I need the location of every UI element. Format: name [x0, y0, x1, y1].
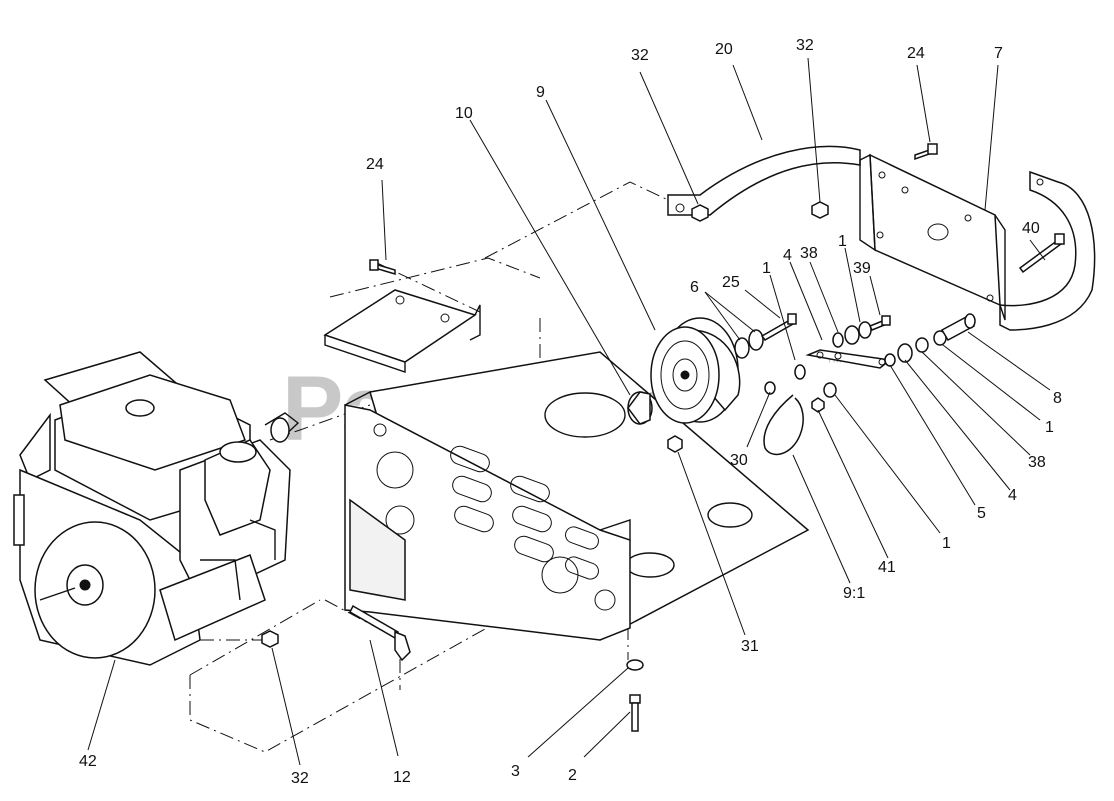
- callout-1-b: 1: [838, 233, 847, 250]
- idler-arm-5: [805, 349, 892, 369]
- callout-32-top-left: 32: [631, 47, 649, 64]
- callout-24-top: 24: [907, 45, 925, 62]
- tube-12: [349, 604, 411, 662]
- nut-32-top-left: [691, 204, 709, 222]
- callout-40: 40: [1022, 220, 1040, 237]
- callout-30: 30: [730, 452, 748, 469]
- nut-32-bottom: [261, 630, 279, 648]
- callout-9: 9: [536, 84, 545, 101]
- callout-6: 6: [690, 279, 699, 296]
- callout-12: 12: [393, 769, 411, 786]
- callout-32-bottom: 32: [291, 770, 309, 787]
- callout-3: 3: [511, 763, 520, 780]
- spacer-10: [627, 391, 653, 425]
- frame-side-rail: [344, 391, 631, 641]
- electric-clutch: [650, 317, 741, 424]
- callout-1-a: 1: [762, 260, 771, 277]
- bolt-39: [868, 315, 891, 331]
- bearings-6: [734, 329, 764, 359]
- callout-31: 31: [741, 638, 759, 655]
- nut-41: [811, 397, 825, 413]
- leader-lines: [87, 57, 1051, 766]
- callout-38-top: 38: [800, 245, 818, 262]
- callout-1-bottom: 1: [942, 535, 951, 552]
- bolt-24-top: [914, 143, 938, 161]
- spacer-8: [940, 313, 976, 341]
- callout-7: 7: [994, 45, 1003, 62]
- callout-20: 20: [715, 41, 733, 58]
- callout-4-top: 4: [783, 247, 792, 264]
- callout-2: 2: [568, 767, 577, 784]
- callout-labels: 32 20 32 24 7 10 9 24 40 1 38 1 4 39 25 …: [79, 37, 1062, 787]
- engine-mount-bracket: [323, 289, 481, 373]
- bolt-40: [1018, 233, 1065, 274]
- callout-41: 41: [878, 559, 896, 576]
- callout-5: 5: [977, 505, 986, 522]
- nut-31: [667, 435, 683, 453]
- washers: [764, 321, 947, 398]
- callout-1-right: 1: [1045, 419, 1054, 436]
- callout-39: 39: [853, 260, 871, 277]
- callout-24-left: 24: [366, 156, 384, 173]
- nut-32-top-mid: [811, 201, 829, 219]
- callout-38-right: 38: [1028, 454, 1046, 471]
- callout-32-top-mid: 32: [796, 37, 814, 54]
- callout-10: 10: [455, 105, 473, 122]
- bolt-2: [629, 694, 641, 732]
- anti-rotation-strap-9-1: [763, 394, 804, 456]
- washer-3: [626, 659, 644, 671]
- bolt-25: [760, 313, 797, 341]
- bolt-24-left: [369, 259, 396, 276]
- callout-25: 25: [722, 274, 740, 291]
- engine: [13, 351, 300, 666]
- callout-9-1: 9:1: [843, 585, 865, 602]
- guard-bracket: [859, 153, 1006, 321]
- callout-4-right: 4: [1008, 487, 1017, 504]
- callout-8: 8: [1053, 390, 1062, 407]
- callout-42: 42: [79, 753, 97, 770]
